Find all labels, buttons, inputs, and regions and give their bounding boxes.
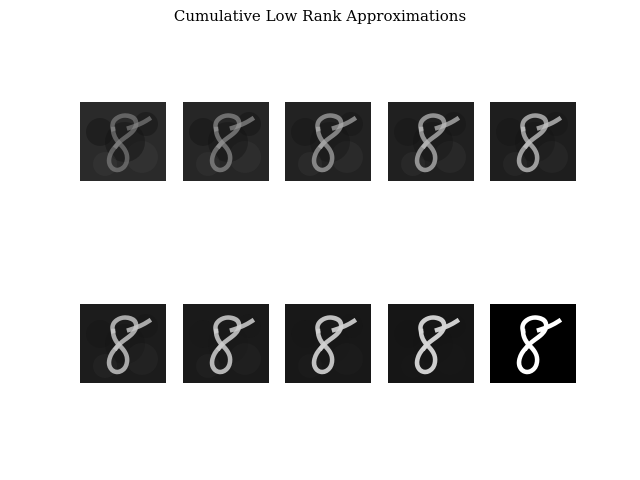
noise-blob xyxy=(126,141,158,173)
noise-blob xyxy=(291,118,319,146)
approximation-panel-4 xyxy=(388,102,474,181)
digit-lower-stroke xyxy=(516,126,540,173)
noise-blob xyxy=(394,118,422,146)
digit-tail-stroke xyxy=(434,317,461,333)
approximation-panel-8 xyxy=(285,304,371,383)
noise-blob xyxy=(93,152,117,176)
noise-blob xyxy=(86,118,114,146)
noise-blob xyxy=(229,343,261,375)
digit-image xyxy=(80,102,166,181)
digit-image xyxy=(490,304,576,383)
noise-blob xyxy=(536,141,568,173)
noise-blob xyxy=(434,343,466,375)
digit-image xyxy=(80,304,166,383)
noise-blob xyxy=(331,343,363,375)
digit-lower-stroke xyxy=(209,328,233,375)
noise-blob xyxy=(442,314,466,338)
digit-lower-stroke xyxy=(311,126,335,173)
digit-upper-stroke xyxy=(213,315,242,352)
figure-title: Cumulative Low Rank Approximations xyxy=(173,7,467,25)
digit-tail-stroke xyxy=(229,317,256,333)
digit-lower-stroke xyxy=(209,126,233,173)
digit-upper-stroke xyxy=(110,315,139,352)
approximation-panel-6 xyxy=(80,304,166,383)
digit-tail-stroke xyxy=(536,317,563,333)
digit-tail-stroke xyxy=(126,115,153,131)
digit-upper-stroke xyxy=(520,315,549,352)
noise-blob xyxy=(394,320,422,348)
digit-lower-stroke xyxy=(516,328,540,375)
noise-blob xyxy=(401,354,425,378)
noise-blob xyxy=(496,118,524,146)
digit-lower-stroke xyxy=(311,328,335,375)
digit-image xyxy=(388,304,474,383)
noise-blob xyxy=(189,118,217,146)
noise-blob xyxy=(189,320,217,348)
digit-image xyxy=(183,304,269,383)
noise-blob xyxy=(503,152,527,176)
digit-upper-stroke xyxy=(418,113,447,150)
noise-blob xyxy=(339,112,363,136)
noise-blob xyxy=(331,141,363,173)
digit-tail-stroke xyxy=(536,115,563,131)
digit-tail-stroke xyxy=(331,115,358,131)
noise-blob xyxy=(134,314,158,338)
digit-upper-stroke xyxy=(110,113,139,150)
approximation-panel-1 xyxy=(80,102,166,181)
digit-tail-stroke xyxy=(126,317,153,333)
noise-blob xyxy=(126,343,158,375)
digit-tail-stroke xyxy=(331,317,358,333)
noise-blob xyxy=(196,354,220,378)
noise-blob xyxy=(86,320,114,348)
noise-blob xyxy=(93,354,117,378)
approximation-panel-7 xyxy=(183,304,269,383)
noise-blob xyxy=(298,354,322,378)
noise-blob xyxy=(237,112,261,136)
noise-blob xyxy=(229,141,261,173)
noise-blob xyxy=(442,112,466,136)
digit-upper-stroke xyxy=(213,113,242,150)
digit-upper-stroke xyxy=(520,113,549,150)
digit-tail-stroke xyxy=(434,115,461,131)
approximation-panel-2 xyxy=(183,102,269,181)
digit-image xyxy=(388,102,474,181)
noise-blob xyxy=(196,152,220,176)
digit-lower-stroke xyxy=(414,126,438,173)
digit-image xyxy=(285,304,371,383)
digit-image xyxy=(285,102,371,181)
noise-blob xyxy=(434,141,466,173)
approximation-panel-10 xyxy=(490,304,576,383)
noise-blob xyxy=(298,152,322,176)
approximation-panel-5 xyxy=(490,102,576,181)
digit-lower-stroke xyxy=(106,328,130,375)
digit-lower-stroke xyxy=(106,126,130,173)
noise-blob xyxy=(544,112,568,136)
noise-blob xyxy=(339,314,363,338)
digit-image xyxy=(490,102,576,181)
digit-tail-stroke xyxy=(229,115,256,131)
digit-lower-stroke xyxy=(414,328,438,375)
approximation-panel-3 xyxy=(285,102,371,181)
approximation-panel-9 xyxy=(388,304,474,383)
noise-blob xyxy=(291,320,319,348)
digit-upper-stroke xyxy=(418,315,447,352)
digit-upper-stroke xyxy=(315,113,344,150)
digit-upper-stroke xyxy=(315,315,344,352)
noise-blob xyxy=(401,152,425,176)
noise-blob xyxy=(134,112,158,136)
noise-blob xyxy=(237,314,261,338)
digit-image xyxy=(183,102,269,181)
